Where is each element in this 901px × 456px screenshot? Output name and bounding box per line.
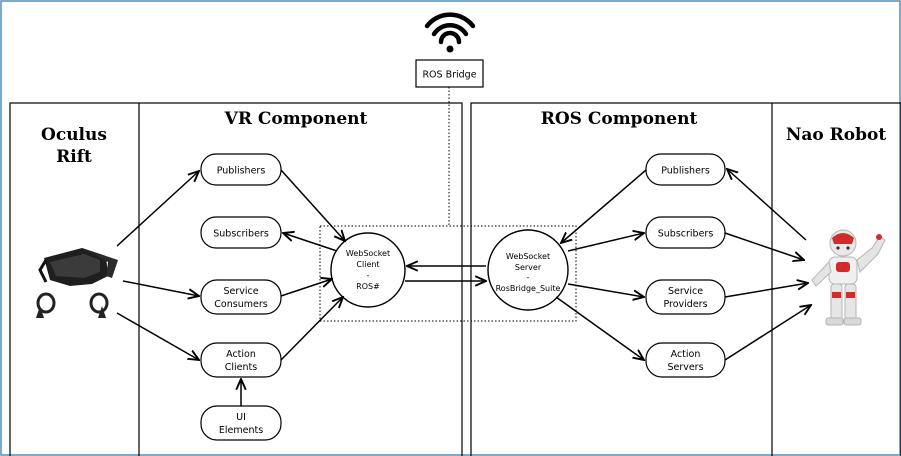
ros-service-providers-node: Service Providers (645, 279, 726, 315)
vr-action-clients-label-1: Action (226, 349, 256, 360)
ros-bridge-box (415, 59, 484, 88)
vr-component-title: VR Component (224, 109, 368, 129)
ws-client-line3: - (367, 271, 370, 280)
ros-subscribers-label: Subscribers (658, 229, 714, 240)
ws-client-line1: WebSocket (346, 249, 390, 258)
left-panel (9, 102, 463, 456)
ros-action-servers-node: Action Servers (645, 342, 726, 378)
oculus-title-line1: Oculus (41, 125, 107, 145)
ros-service-providers-label-1: Service (668, 286, 703, 297)
ws-server-line1: WebSocket (506, 252, 550, 261)
oculus-title-line2: Rift (56, 147, 92, 167)
websocket-client-node: WebSocket Client - ROS# (330, 232, 406, 308)
vr-subscribers-label: Subscribers (213, 229, 269, 240)
wifi-icon (424, 12, 476, 53)
vr-action-clients-label-2: Clients (225, 362, 258, 373)
ws-server-line3: - (527, 273, 530, 282)
bridge-region (319, 225, 577, 322)
vr-ui-elements-label-1: UI (236, 412, 246, 423)
vr-publishers-node: Publishers (200, 153, 282, 186)
ws-client-line4: ROS# (356, 282, 380, 291)
ros-publishers-node: Publishers (645, 153, 726, 186)
websocket-server-node: WebSocket Server - RosBridge_Suite (487, 229, 569, 311)
ws-server-line4: RosBridge_Suite (496, 284, 561, 293)
ros-component-title: ROS Component (541, 109, 698, 129)
vr-headset-image (36, 248, 118, 318)
ros-action-servers-label-1: Action (671, 349, 701, 360)
ws-server-line2: Server (515, 263, 542, 272)
ros-service-providers-label-2: Providers (663, 299, 707, 310)
ws-client-line2: Client (356, 260, 379, 269)
vr-subscribers-node: Subscribers (200, 216, 282, 249)
vr-service-consumers-label-1: Service (223, 286, 258, 297)
vr-ui-elements-node: UI Elements (200, 405, 282, 441)
vr-service-consumers-node: Service Consumers (200, 279, 282, 315)
nao-robot-image (811, 229, 886, 326)
right-panel (470, 102, 901, 456)
vr-service-consumers-label-2: Consumers (214, 299, 267, 310)
nao-robot-title: Nao Robot (786, 125, 887, 145)
ros-action-servers-label-2: Servers (667, 362, 703, 373)
vr-arrows (116, 170, 486, 406)
ros-subscribers-node: Subscribers (645, 216, 726, 249)
ros-bridge-label: ROS Bridge (422, 70, 476, 81)
vr-publishers-label: Publishers (217, 166, 266, 177)
ros-arrows (555, 169, 811, 360)
ros-publishers-label: Publishers (661, 166, 710, 177)
vr-action-clients-node: Action Clients (200, 342, 282, 378)
vr-ui-elements-label-2: Elements (219, 425, 263, 436)
